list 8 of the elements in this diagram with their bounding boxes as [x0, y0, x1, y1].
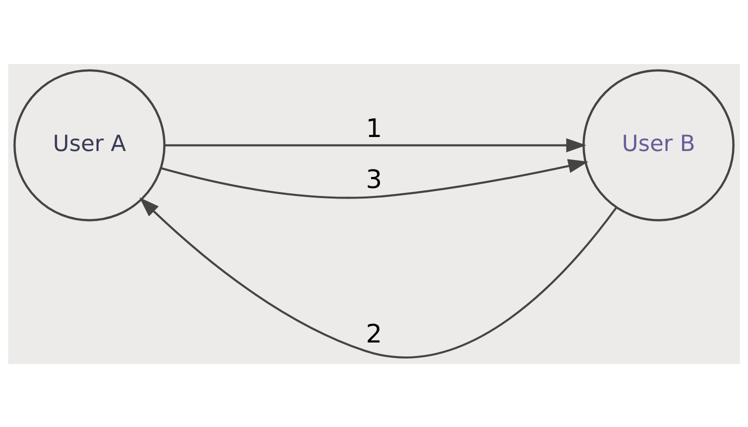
- edge-label: 1: [366, 114, 382, 144]
- node-circle: User B: [582, 68, 735, 221]
- edge-label: 2: [366, 319, 382, 350]
- node-circle: User A: [13, 68, 166, 221]
- arrow: [139, 196, 618, 358]
- arrow: [164, 138, 586, 152]
- edge-label: 3: [366, 164, 382, 195]
- arrow: [161, 158, 588, 198]
